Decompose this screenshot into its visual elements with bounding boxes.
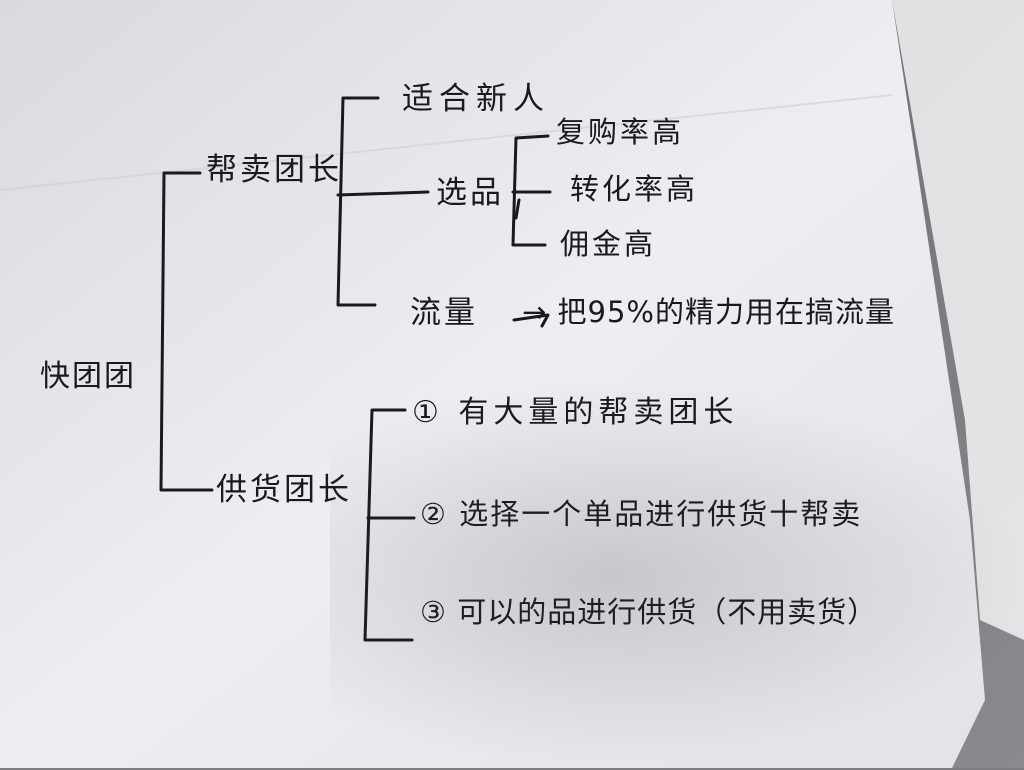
node-high-conversion: 转化率高	[570, 172, 699, 206]
root-node: 快团团	[40, 359, 136, 394]
flow-arrow	[512, 313, 550, 328]
node-single-product: ② 选择一个单品进行供货十帮卖	[420, 497, 863, 531]
paper-shape	[0, 0, 985, 768]
root-bracket	[159, 171, 214, 492]
node-product-selection: 选品	[436, 175, 504, 211]
branch1-bracket	[336, 96, 380, 307]
node-traffic-note: → 把95%的精力用在搞流量	[522, 295, 895, 329]
node-many-sellers: ① 有大量的帮卖团长	[412, 395, 739, 430]
node-suitable-newcomers: 适合新人	[402, 81, 550, 117]
fold-crease	[0, 94, 893, 191]
branch-1-label: 帮卖团长	[206, 152, 342, 188]
branch-2-label: 供货团长	[216, 472, 352, 508]
node-traffic: 流量	[410, 295, 478, 331]
branch1-mid-link	[336, 190, 430, 197]
node-high-commission: 佣金高	[560, 227, 657, 261]
branch2-bracket	[363, 408, 414, 642]
node-supply-products: ③ 可以的品进行供货（不用卖货）	[420, 595, 878, 629]
second-paper	[892, 0, 1024, 640]
node-high-repurchase: 复购率高	[556, 115, 685, 149]
xuanpin-tick	[514, 198, 521, 220]
